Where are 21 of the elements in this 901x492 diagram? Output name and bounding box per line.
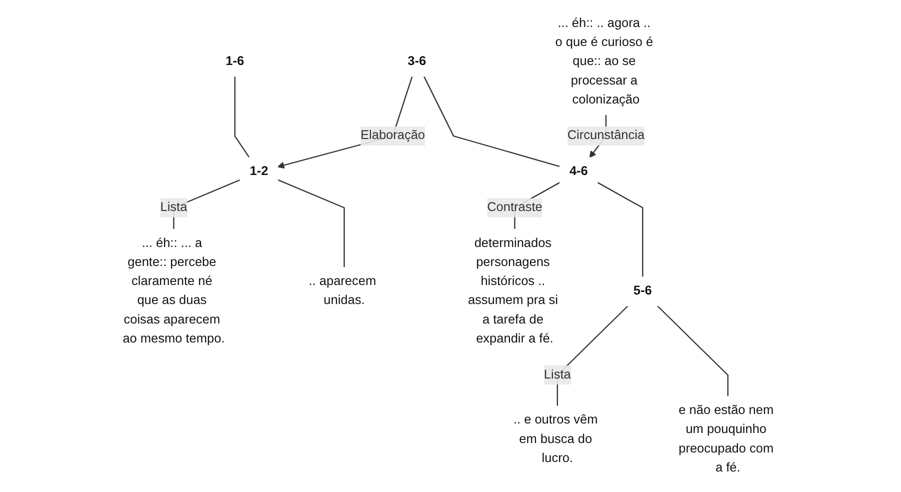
node-text: .. aparecem unidas. — [308, 274, 376, 308]
edge-label: Lista — [160, 200, 187, 214]
node-text: 4-6 — [569, 164, 588, 178]
edge-label: Circunstância — [567, 128, 644, 142]
node-text: ... éh:: ... a gente:: percebe claramente né que as duas coisas aparecem ao mesmo tempo. — [122, 236, 224, 346]
edge-label: Lista — [544, 368, 571, 382]
node-text: .. e outros vêm em busca do lucro. — [513, 413, 598, 466]
node-text: determinados personagens históricos .. assumem pra si a tarefa de expandir a fé. — [468, 236, 558, 346]
node-text: e não estão nem um pouquinho preocupado com a fé. — [678, 404, 774, 475]
node-text: 1-2 — [249, 164, 268, 178]
connector — [277, 179, 344, 268]
edge-label: Contraste — [486, 200, 542, 214]
node-text: 5-6 — [633, 284, 652, 298]
node-text: 1-6 — [225, 54, 244, 68]
connector — [234, 76, 250, 158]
node-text: 3-6 — [407, 54, 426, 68]
edge-label: Elaboração — [360, 128, 425, 142]
node-text: ... éh:: .. agora .. o que é curioso é que:: ao se processar a colonização — [554, 16, 653, 107]
connector — [596, 182, 643, 278]
connector — [423, 76, 560, 168]
connector — [656, 305, 728, 397]
